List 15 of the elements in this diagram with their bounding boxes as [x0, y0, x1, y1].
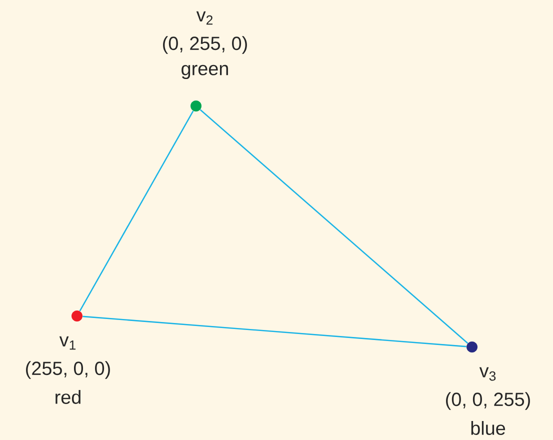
vertex-dot — [466, 342, 478, 352]
rgb-value: (0, 255, 0) — [163, 36, 247, 54]
vertex-dot — [72, 310, 82, 322]
triangle-edge — [79, 110, 194, 312]
rgb-value: (255, 0, 0) — [26, 361, 110, 379]
color-name: red — [56, 390, 80, 404]
triangle-edge — [200, 109, 468, 344]
vertex-name: v$_{2}$ — [196, 11, 212, 25]
vertex-dot — [190, 100, 202, 112]
vertex-name: v$_{3}$ — [479, 367, 496, 381]
vertex-name: v$_{1}$ — [59, 336, 76, 350]
color-name: green — [182, 64, 228, 80]
color-name: blue — [471, 421, 506, 435]
rgb-value: (0, 0, 255) — [446, 392, 530, 410]
triangle-edge — [82, 316, 466, 348]
